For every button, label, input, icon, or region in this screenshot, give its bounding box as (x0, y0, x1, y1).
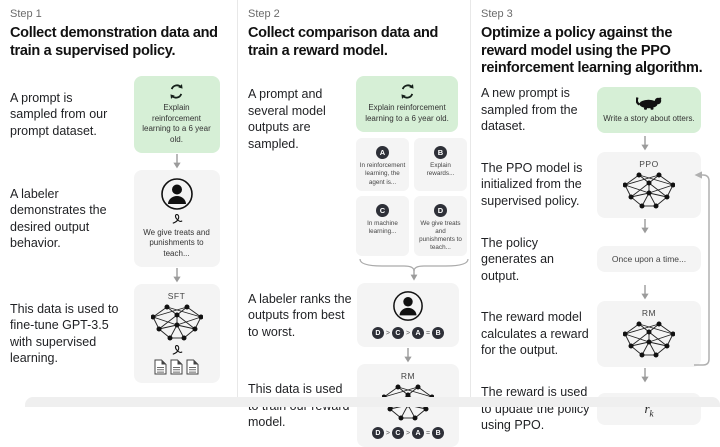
step3-reward-row: The reward is used to update the policy … (481, 384, 710, 434)
step2-label: Step 2 (248, 8, 280, 20)
arrow-down-icon (597, 285, 692, 300)
labeler-demo-caption: We give treats and punishments to teach.… (143, 227, 210, 258)
arrow-down-icon (597, 368, 692, 383)
sft-label: SFT (167, 291, 186, 302)
step3-ppo-text: The PPO model is initialized from the su… (481, 160, 583, 208)
otter-prompt-box: Write a story about otters. (597, 87, 701, 133)
output-sample-c: C In machine learning... (356, 195, 409, 257)
step1-prompt-row: A prompt is sampled from our prompt data… (10, 76, 227, 153)
step1-sft-row: This data is used to fine-tune GPT-3.5 w… (10, 284, 227, 384)
policy-output-box: Once upon a time... (597, 246, 701, 273)
output-sample-d: D We give treats and punishments to teac… (414, 195, 467, 257)
neural-network-icon (603, 171, 695, 210)
arrow-down-icon (126, 153, 227, 169)
step2-ranking-row: A labeler ranks the outputs from best to… (248, 283, 460, 348)
step1-heading: Collect demonstration data and train a s… (10, 25, 218, 59)
arrow-down-icon (597, 135, 692, 151)
step2-ranking-text: A labeler ranks the outputs from best to… (248, 291, 352, 339)
step3-prompt-text: A new prompt is sampled from the dataset… (481, 86, 578, 134)
step1-labeler-row: A labeler demonstrates the desired outpu… (10, 169, 227, 268)
otter-prompt-caption: Write a story about otters. (603, 114, 695, 124)
reward-model-box: RM (597, 301, 701, 368)
prompt-caption: Explain reinforcement learning to a 6 ye… (365, 103, 449, 123)
step2-sampling-row: A prompt and several model outputs are s… (248, 76, 467, 257)
prompt-box: Explain reinforcement learning to a 6 ye… (133, 76, 220, 153)
sample-letter: B (434, 146, 447, 160)
prompt-caption: Explain reinforcement learning to a 6 ye… (142, 103, 211, 144)
step3-output-text: The policy generates an output. (481, 235, 554, 283)
cycle-arrows-icon (362, 83, 452, 100)
otter-icon (603, 94, 695, 111)
arrow-down-icon (597, 218, 692, 234)
cycle-arrows-icon (140, 83, 214, 100)
step2-sampling-stack: Explain reinforcement learning to a 6 ye… (356, 76, 467, 257)
next-section-edge (25, 397, 720, 407)
step3-rm-text: The reward model calculates a reward for… (481, 310, 589, 358)
step3-rm-row: The reward model calculates a reward for… (481, 301, 710, 368)
output-sample-b: B Explain rewards... (414, 138, 467, 191)
arrow-down-icon (126, 268, 227, 283)
sample-letter: A (376, 146, 389, 160)
rm-label: RM (400, 371, 416, 382)
ppo-label: PPO (639, 158, 659, 169)
arrow-down-icon (356, 348, 460, 363)
step3-prompt-row: A new prompt is sampled from the dataset… (481, 85, 710, 135)
neural-network-icon (140, 303, 214, 342)
step1-labeler-text: A labeler demonstrates the desired outpu… (10, 186, 107, 251)
pen-icon (140, 344, 214, 356)
model-outputs-grid: A In reinforcement learning, the agent i… (356, 138, 467, 257)
neural-network-icon (603, 320, 695, 359)
document-stack-icon (140, 359, 214, 375)
ranking-sequence: D > C > A = B (363, 427, 453, 440)
labeler-demo-box: We give treats and punishments to teach.… (133, 169, 220, 268)
step3-ppo-row: The PPO model is initialized from the su… (481, 151, 710, 218)
feedback-loop-arrow-icon (694, 171, 710, 366)
ranking-sequence: D > C > A = B (363, 327, 453, 340)
step3-output-row: The policy generates an output. Once upo… (481, 235, 710, 285)
prompt-box: Explain reinforcement learning to a 6 ye… (356, 76, 458, 133)
brace-icon (356, 257, 472, 282)
pen-icon (140, 213, 214, 225)
step3-reward-text: The reward is used to update the policy … (481, 385, 590, 433)
person-icon (140, 177, 214, 211)
step3-heading: Optimize a policy against the reward mod… (481, 25, 703, 77)
sample-letter: D (434, 203, 447, 217)
labeler-ranking-box: D > C > A = B (357, 283, 459, 348)
step1-sft-text: This data is used to fine-tune GPT-3.5 w… (10, 301, 119, 366)
step2-sampling-text: A prompt and several model outputs are s… (248, 87, 326, 151)
step1-column: Step 1 Collect demonstration data and tr… (0, 0, 237, 407)
rm-label: RM (641, 308, 657, 319)
step1-label: Step 1 (10, 8, 42, 20)
person-icon (363, 290, 453, 322)
step2-column: Step 2 Collect comparison data and train… (237, 0, 472, 447)
output-sample-a: A In reinforcement learning, the agent i… (356, 138, 409, 191)
step3-column: Step 3 Optimize a policy against the rew… (470, 0, 720, 432)
step3-label: Step 3 (481, 8, 513, 20)
sample-letter: C (376, 203, 389, 217)
ppo-model-box: PPO (597, 151, 701, 218)
step2-heading: Collect comparison data and train a rewa… (248, 25, 439, 59)
step1-prompt-text: A prompt is sampled from our prompt data… (10, 90, 108, 138)
sft-model-box: SFT (133, 284, 220, 384)
